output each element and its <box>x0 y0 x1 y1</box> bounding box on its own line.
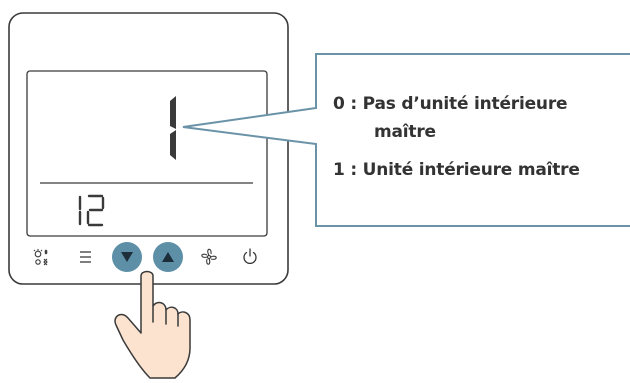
callout-bubble <box>182 53 630 227</box>
callout-option-0-continued: maître <box>374 122 436 142</box>
menu-icon[interactable] <box>80 251 91 263</box>
code-digits-display: 12 <box>78 194 105 227</box>
callout-option-0: 0 : Pas d’unité intérieure <box>333 94 568 114</box>
down-arrow-icon <box>121 252 133 262</box>
lcd-display <box>26 70 268 237</box>
up-button[interactable] <box>153 242 183 272</box>
main-digit-display: 1 <box>170 96 176 160</box>
power-icon[interactable] <box>243 248 257 264</box>
up-arrow-icon <box>162 252 174 262</box>
callout-option-1: 1 : Unité intérieure maître <box>333 160 580 180</box>
down-button[interactable] <box>112 242 142 272</box>
mode-icon[interactable] <box>33 249 48 266</box>
hand-pointer-icon <box>114 270 191 379</box>
fan-icon[interactable] <box>201 248 217 265</box>
